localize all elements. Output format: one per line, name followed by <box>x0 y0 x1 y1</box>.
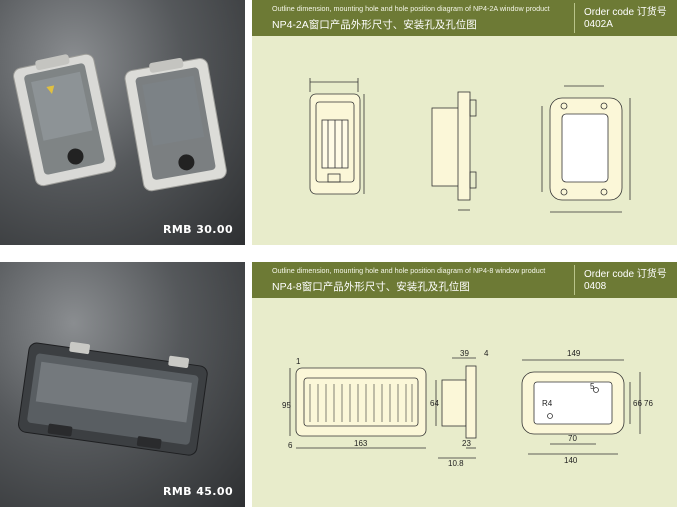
dim-hole-spacing: 70 <box>568 434 577 443</box>
dim-front-width: 163 <box>354 439 368 448</box>
price-label: RMB 45.00 <box>162 485 233 498</box>
order-code-label: Order code 订货号 <box>584 269 667 280</box>
dim-side-depth: 23 <box>462 439 471 448</box>
dim-top-width: 149 <box>567 349 581 358</box>
dim-side-height: 64 <box>430 399 439 408</box>
header-divider <box>574 265 575 295</box>
dim-height-outer: 76 <box>644 399 653 408</box>
header-divider <box>574 3 575 33</box>
dim-left-offset: 1 <box>296 357 301 366</box>
order-code-value: 0402A <box>584 19 613 30</box>
diagram-panel-np4-2a: Outline dimension, mounting hole and hol… <box>252 0 677 245</box>
np4-8-enclosure-image <box>18 341 208 456</box>
panel-header: Outline dimension, mounting hole and hol… <box>252 262 677 298</box>
dim-side-lip: 4 <box>484 349 489 358</box>
header-english: Outline dimension, mounting hole and hol… <box>272 266 546 275</box>
dim-side-base: 10.8 <box>448 459 464 468</box>
order-code-value: 0408 <box>584 281 607 292</box>
np4-8-drawing: 149 5 76 66 70 140 R4 95 163 1 6 39 4 64… <box>282 349 653 468</box>
dim-bottom-offset: 6 <box>288 441 293 450</box>
panel-header: Outline dimension, mounting hole and hol… <box>252 0 677 36</box>
dim-radius: R4 <box>542 399 553 408</box>
dim-side-width: 39 <box>460 349 469 358</box>
product-photo-np4-2a: RMB 30.00 <box>0 0 245 245</box>
dim-height-inner: 66 <box>633 399 642 408</box>
np4-2a-enclosure-image <box>13 53 227 192</box>
header-chinese: NP4-8窗口产品外形尺寸、安装孔及孔位图 <box>272 281 470 293</box>
dim-bottom-width: 140 <box>564 456 578 465</box>
price-label: RMB 30.00 <box>162 223 233 236</box>
dim-front-height: 95 <box>282 401 291 410</box>
order-code-label: Order code 订货号 <box>584 7 667 18</box>
dim-hole-diameter: 5 <box>590 382 595 391</box>
product-photo-np4-8: RMB 45.00 <box>0 262 245 507</box>
header-english: Outline dimension, mounting hole and hol… <box>272 4 550 13</box>
diagram-panel-np4-8: Outline dimension, mounting hole and hol… <box>252 262 677 507</box>
np4-2a-drawing <box>309 78 631 213</box>
header-chinese: NP4-2A窗口产品外形尺寸、安装孔及孔位图 <box>272 19 477 31</box>
